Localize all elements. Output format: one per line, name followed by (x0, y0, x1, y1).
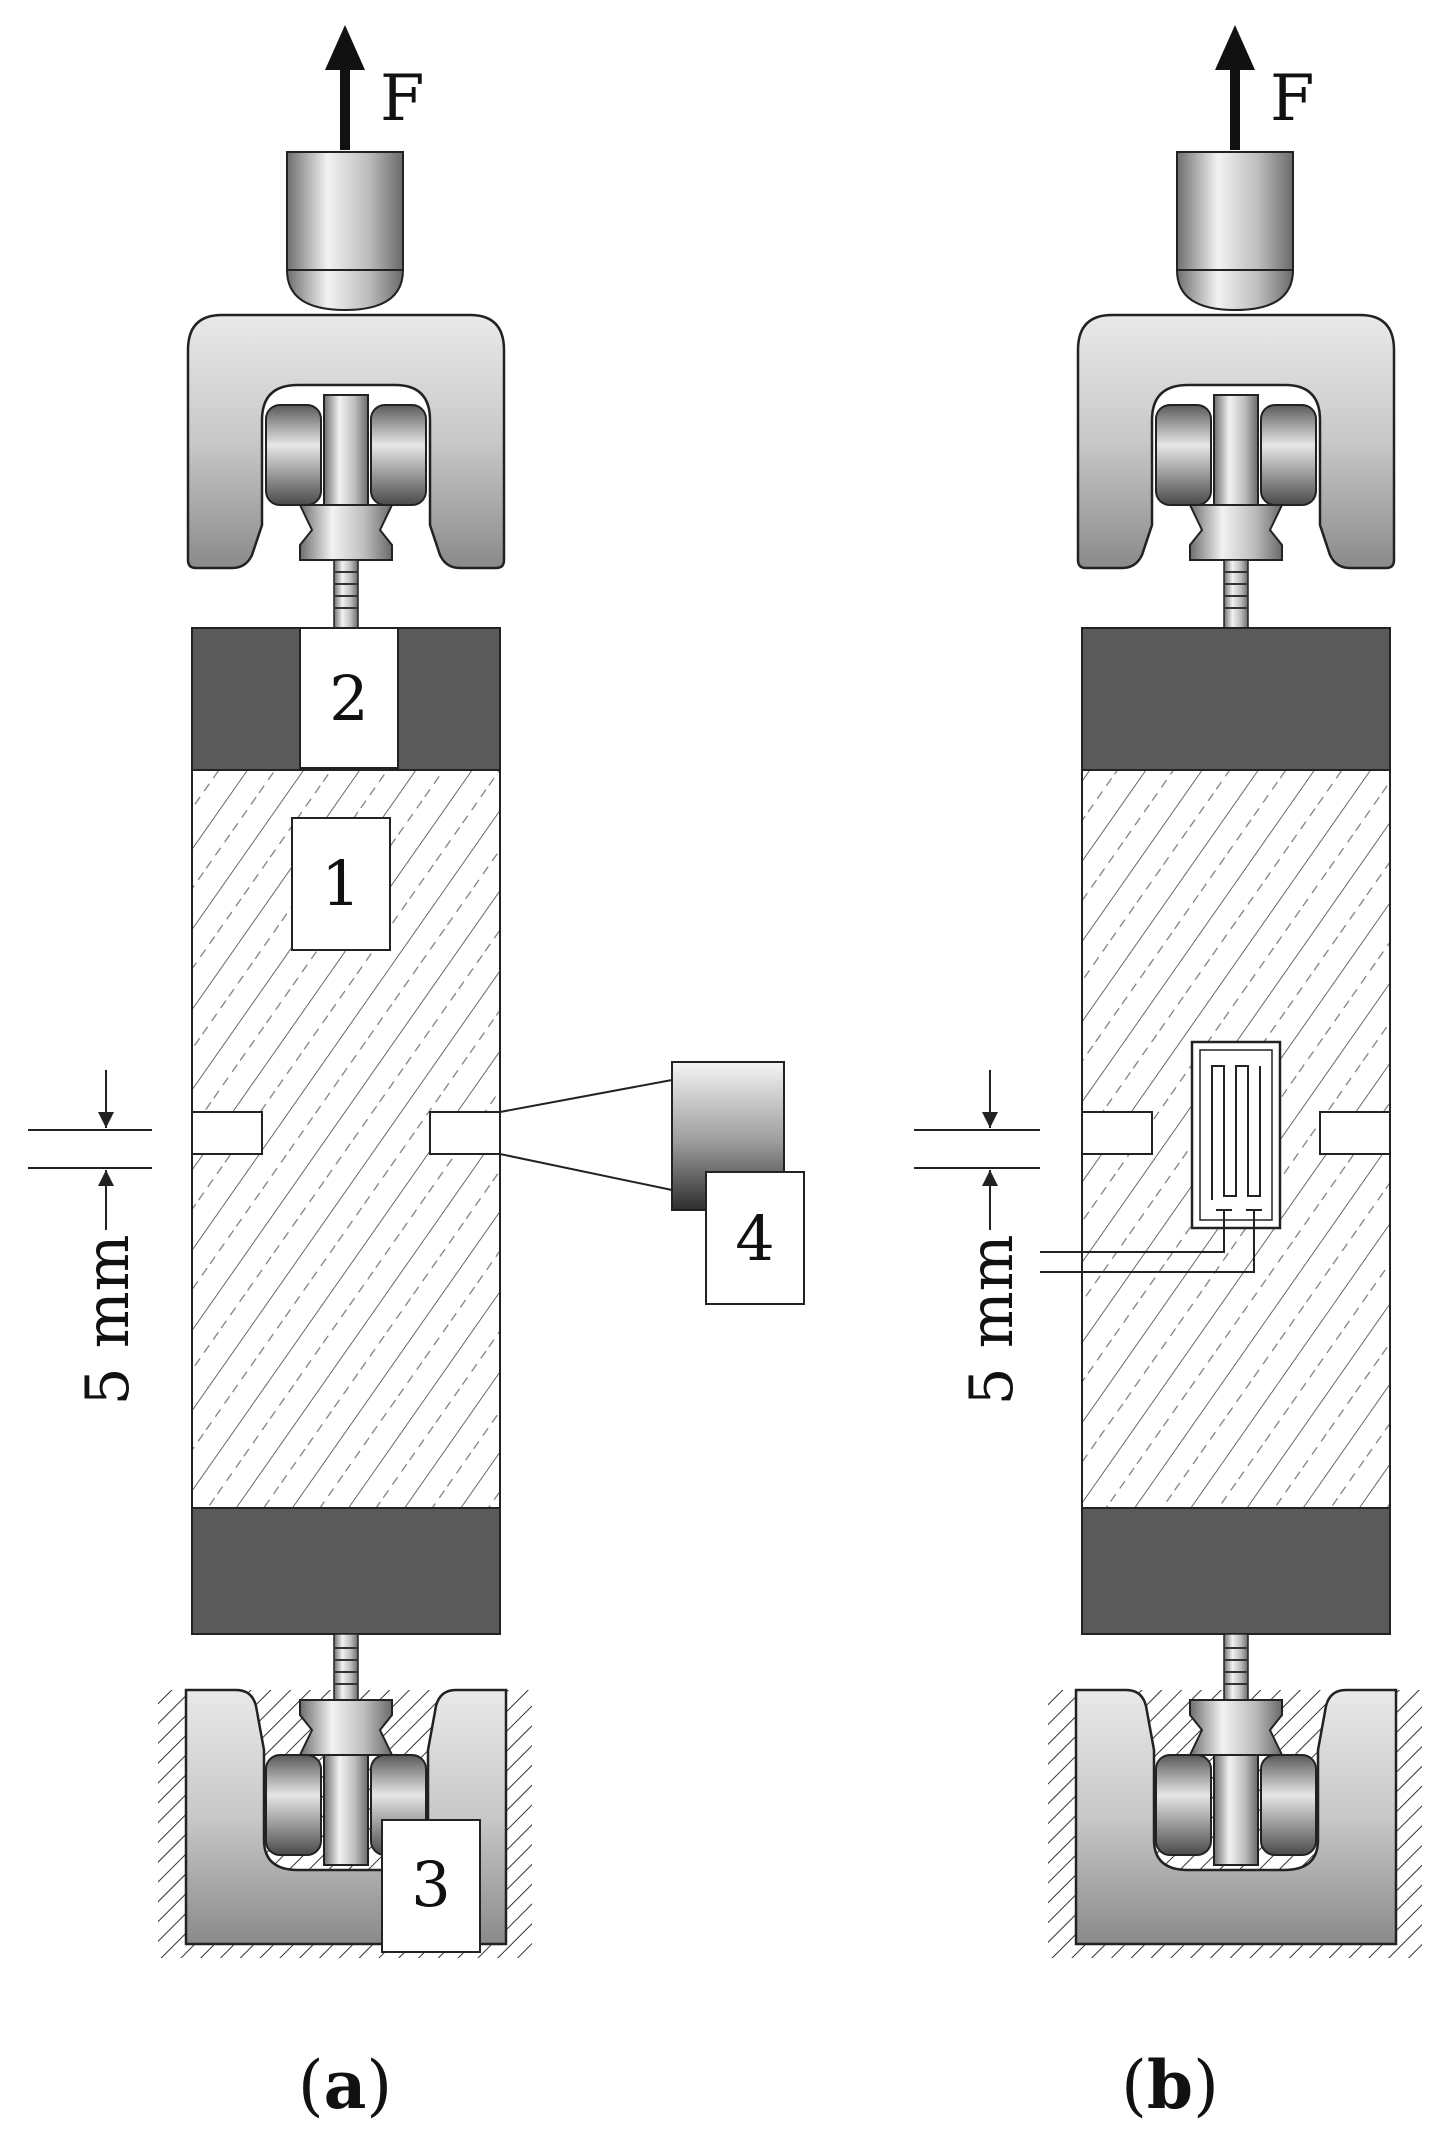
marker-3-label: 3 (411, 1848, 450, 1921)
panel-b-caption: (b) (1121, 2046, 1219, 2124)
force-label: F (1270, 62, 1314, 136)
marker-3-box (381, 1819, 481, 1953)
upper-grip (1076, 313, 1396, 629)
marker-2-label: 2 (329, 662, 368, 735)
caption-open: ( (298, 2047, 324, 2124)
marker-1-box (291, 817, 391, 951)
load-plunger (285, 151, 405, 312)
dimension-label: 5 mm (73, 1234, 143, 1405)
dimension-indicator (28, 1070, 152, 1230)
panel-a-caption: (a) (298, 2046, 392, 2124)
caption-close: ) (366, 2047, 392, 2124)
marker-1-label: 1 (321, 847, 360, 920)
upper-grip (186, 313, 506, 629)
caption-letter: b (1147, 2046, 1193, 2124)
force-arrow-icon (325, 25, 365, 150)
caption-close: ) (1193, 2047, 1219, 2124)
load-plunger (1175, 151, 1295, 312)
panel-b: F (914, 25, 1422, 2124)
panel-a: F 2 (28, 25, 805, 2124)
specimen (191, 627, 501, 1635)
dimension-label: 5 mm (957, 1234, 1027, 1405)
caption-letter: a (324, 2046, 367, 2124)
lower-grip (1048, 1633, 1422, 1958)
force-arrow-icon (1215, 25, 1255, 150)
marker-2-box (299, 627, 399, 769)
caption-open: ( (1121, 2047, 1147, 2124)
marker-4-label: 4 (735, 1202, 774, 1275)
dimension-indicator (914, 1070, 1040, 1230)
strain-gauge-icon (1040, 1040, 1282, 1273)
marker-4-box (705, 1171, 805, 1305)
force-label: F (380, 62, 424, 136)
